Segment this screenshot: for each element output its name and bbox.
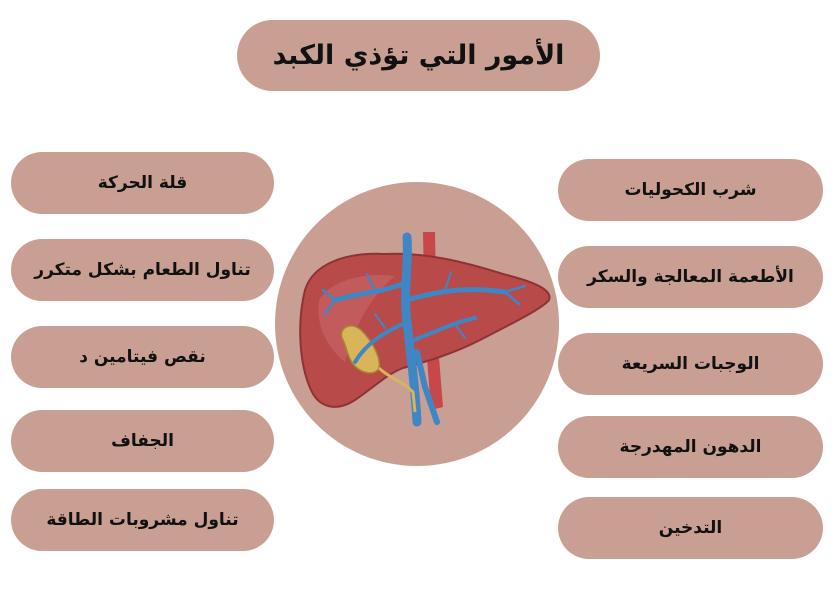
left-item-5: تناول مشروبات الطاقة — [11, 489, 274, 551]
left-item-3: نقص فيتامين د — [11, 326, 274, 388]
page-title: الأمور التي تؤذي الكبد — [237, 20, 600, 91]
right-item-2: الأطعمة المعالجة والسكر — [558, 246, 823, 308]
left-item-2: تناول الطعام بشكل متكرر — [11, 239, 274, 301]
right-item-3: الوجبات السريعة — [558, 333, 823, 395]
liver-illustration — [275, 182, 559, 466]
left-item-1: قلة الحركة — [11, 152, 274, 214]
right-item-4: الدهون المهدرجة — [558, 416, 823, 478]
right-item-1: شرب الكحوليات — [558, 159, 823, 221]
left-item-4: الجفاف — [11, 410, 274, 472]
right-item-5: التدخين — [558, 497, 823, 559]
